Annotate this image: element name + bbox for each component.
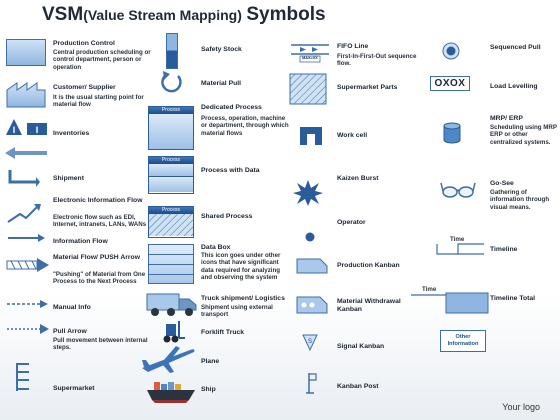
- production-control-label: Production Control: [53, 40, 115, 47]
- pull-arrow-icon: [7, 324, 49, 334]
- load-levelling-label: Load Levelling: [490, 83, 538, 90]
- fifo-icon: [291, 44, 329, 63]
- svg-text:S: S: [308, 339, 312, 345]
- supermarket-icon: [16, 363, 29, 391]
- shared-process-icon: Process: [148, 206, 194, 238]
- timeline-total-label: Timeline Total: [490, 295, 536, 302]
- material-pull-icon: [161, 71, 182, 93]
- truck-icon: [146, 293, 197, 316]
- customer-supplier-desc: It is the usual starting point for mater…: [53, 94, 144, 109]
- pull-arrow-desc: Pull movement between internal steps.: [53, 337, 148, 352]
- go-see-label: Go-See: [490, 180, 514, 187]
- data-box-label: Data Box: [201, 244, 231, 251]
- timeline-icon: [436, 243, 484, 255]
- dedicated-process-icon: Process: [148, 106, 194, 150]
- inventory-icon: I I: [6, 119, 47, 135]
- electronic-flow-icon: [7, 204, 41, 223]
- customer-supplier-label: Customer/ Supplier: [53, 84, 116, 91]
- footer-logo: Your logo: [502, 402, 540, 412]
- shipment-arrow-icon: [8, 170, 40, 187]
- shipment-label: Shipment: [53, 175, 84, 182]
- timeline-total-time-label: Time: [422, 286, 437, 293]
- timeline-label: Timeline: [490, 246, 518, 253]
- sequenced-pull-label: Sequenced Pull: [490, 44, 541, 51]
- signal-kanban-icon: S: [302, 334, 318, 352]
- supermarket-parts-icon: [289, 73, 327, 105]
- truck-shipment-label: Truck shipment/ Logistics: [201, 295, 285, 302]
- production-control-icon: [6, 39, 46, 66]
- fifo-desc: First-In-First-Out sequence flow.: [337, 53, 417, 68]
- info-flow-arrow-icon: [8, 234, 45, 242]
- timeline-total-icon: [411, 292, 489, 314]
- mrp-database-icon: [443, 122, 461, 144]
- signal-kanban-label: Signal Kanban: [337, 343, 385, 350]
- pull-arrow-label: Pull Arrow: [53, 328, 87, 335]
- operator-icon: [305, 232, 315, 242]
- mrp-erp-desc: Scheduling using MRP ERP or other centra…: [490, 124, 557, 146]
- work-cell-label: Work cell: [337, 132, 368, 139]
- go-see-glasses-icon: [440, 182, 476, 198]
- load-levelling-icon: OXOX: [430, 76, 470, 91]
- production-kanban-label: Production Kanban: [337, 262, 400, 269]
- kanban-post-label: Kanban Post: [337, 383, 379, 390]
- kaizen-burst-icon: [293, 180, 323, 206]
- go-see-desc: Gathering of information through visual …: [490, 189, 550, 211]
- manual-info-label: Manual Info: [53, 304, 91, 311]
- sequenced-pull-icon: [442, 42, 460, 60]
- work-cell-icon: [300, 127, 322, 145]
- safety-stock-label: Safety Stock: [201, 46, 242, 53]
- electronic-info-desc: Electronic flow such as EDI, Internet, i…: [53, 214, 147, 229]
- other-information-text: Other Information: [447, 334, 479, 347]
- svg-text:I: I: [36, 125, 39, 135]
- kanban-post-icon: [306, 373, 317, 394]
- safety-stock-icon: [166, 33, 178, 69]
- fifo-label: FIFO Line: [337, 43, 369, 50]
- ship-label: Ship: [201, 386, 216, 393]
- withdrawal-kanban-label: Material Withdrawal Kanban: [337, 298, 401, 313]
- left-arrow-icon: [5, 147, 47, 159]
- production-kanban-icon: [296, 258, 328, 274]
- kaizen-burst-label: Kaizen Burst: [337, 175, 379, 182]
- page-title: VSM(Value Stream Mapping) Symbols: [42, 4, 326, 25]
- material-flow-desc: "Pushing" of Material from One Process t…: [53, 271, 146, 286]
- svg-text:I: I: [13, 125, 16, 135]
- shared-process-label: Shared Process: [201, 213, 253, 220]
- factory-icon: [6, 82, 46, 108]
- dedicated-process-desc: Process, operation, machine or departmen…: [201, 115, 289, 137]
- manual-info-arrow-icon: [7, 300, 48, 308]
- operator-label: Operator: [337, 219, 366, 226]
- plane-icon: [142, 346, 195, 373]
- ship-icon: [147, 382, 195, 403]
- other-information-box: Other Information: [440, 330, 486, 352]
- electronic-info-label: Electronic Information Flow: [53, 197, 143, 204]
- fifo-caption: MAX=XX: [302, 55, 318, 60]
- material-pull-label: Material Pull: [201, 80, 242, 87]
- supermarket-parts-label: Supermarket Parts: [337, 84, 398, 91]
- data-box-desc: This icon goes under other icons that ha…: [201, 252, 281, 282]
- inventories-label: Inventories: [53, 130, 90, 137]
- forklift-icon: [163, 321, 185, 343]
- plane-label: Plane: [201, 358, 220, 365]
- production-control-desc: Central production scheduling or control…: [53, 49, 151, 71]
- truck-shipment-desc: Shipment using external transport: [201, 304, 273, 319]
- information-flow-label: Information Flow: [53, 238, 108, 245]
- dedicated-process-label: Dedicated Process: [201, 104, 262, 111]
- forklift-label: Forklift Truck: [201, 329, 245, 336]
- mrp-erp-label: MRP/ ERP: [490, 115, 523, 122]
- material-flow-label: Material Flow/ PUSH Arrow: [53, 254, 140, 261]
- data-box-icon: [148, 244, 194, 284]
- supermarket-label: Supermarket: [53, 385, 95, 392]
- push-arrow-icon: [6, 258, 49, 272]
- process-with-data-icon: Process: [148, 156, 194, 194]
- withdrawal-kanban-icon: [296, 296, 328, 314]
- timeline-time-label: Time: [450, 236, 465, 243]
- process-with-data-label: Process with Data: [201, 167, 260, 174]
